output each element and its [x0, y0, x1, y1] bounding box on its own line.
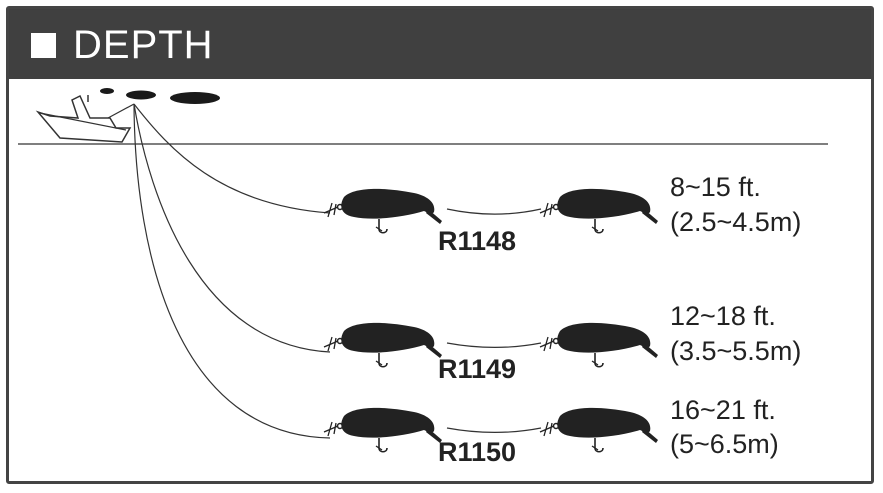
boat-icon [35, 94, 135, 143]
lure-icon [323, 322, 443, 368]
model-label: R1148 [438, 226, 517, 256]
smoke-puff [126, 90, 156, 100]
depth-m: (5~6.5m) [670, 429, 779, 459]
depth-ft: 8~15 ft. [670, 172, 761, 202]
lure-icon [539, 322, 659, 368]
square-icon [31, 33, 56, 58]
depth-m: (2.5~4.5m) [670, 207, 802, 237]
panel-header: DEPTH [9, 9, 871, 79]
panel-title: DEPTH [73, 23, 214, 67]
fishing-line [133, 103, 331, 214]
depth-m: (3.5~5.5m) [670, 336, 802, 366]
depth-panel: DEPTH [6, 6, 874, 484]
fishing-line [133, 103, 331, 353]
fishing-line [133, 103, 331, 439]
depth-ft: 12~18 ft. [670, 301, 776, 331]
lure-icon [539, 188, 659, 234]
smoke-puff [170, 92, 220, 104]
model-label: R1150 [438, 437, 517, 467]
lure-icon [323, 407, 443, 453]
depth-ft: 16~21 ft. [670, 395, 776, 425]
lure-icon [323, 188, 443, 234]
lure-icon [539, 407, 659, 453]
connector-arc [446, 427, 542, 434]
model-label: R1149 [438, 354, 517, 384]
connector-arc [446, 208, 542, 215]
connector-arc [446, 342, 542, 349]
smoke-puff [100, 88, 114, 94]
